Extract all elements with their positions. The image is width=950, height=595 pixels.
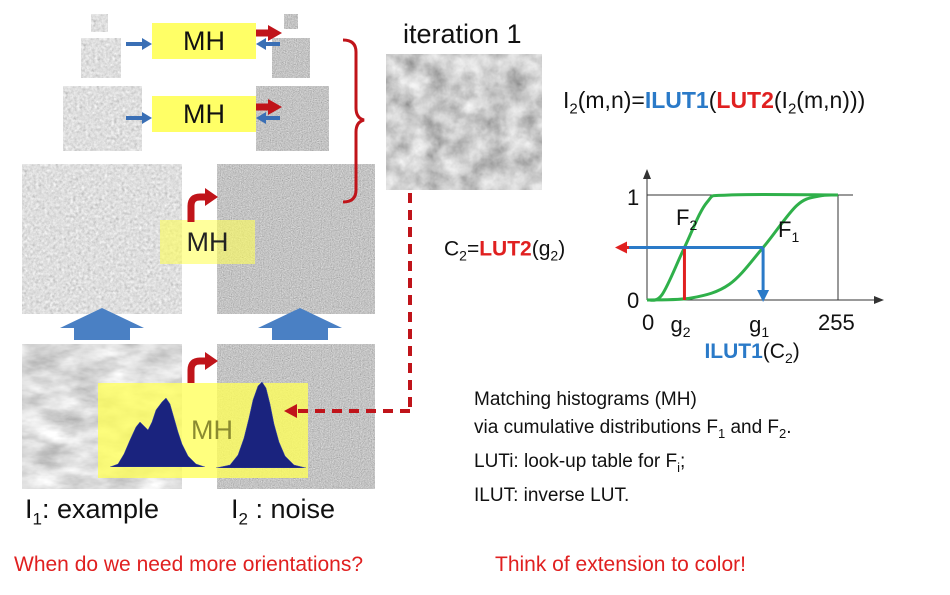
red-curved-arrow-l1 (187, 188, 218, 222)
description-line-4: ILUT: inverse LUT. (474, 484, 630, 506)
example-histogram (110, 397, 205, 467)
iteration-texture (386, 54, 542, 190)
description-line-3: LUTi: look-up table for Fi; (474, 450, 686, 475)
blue-left-arrow-l2 (256, 112, 280, 124)
description-block: Matching histograms (MH) via cumulative … (474, 386, 792, 510)
mapping-formula: I2(m,n)=ILUT1(LUT2(I2(m,n))) (563, 87, 866, 118)
red-bracket (342, 38, 365, 204)
x-tick-255: 255 (818, 310, 855, 335)
blue-up-arrow-left (60, 308, 144, 340)
x-tick-0: 0 (642, 310, 654, 335)
noise-histogram (216, 381, 306, 468)
red-c2-arrowhead (615, 241, 627, 254)
cdf-curve-f2 (646, 192, 839, 302)
x-tick-g1: g1 (749, 312, 769, 340)
noise-caption: I2 : noise (231, 494, 336, 529)
y-axis-arrowhead (643, 169, 651, 179)
red-arrow-l3 (256, 25, 282, 41)
large-example-texture (22, 164, 182, 314)
chart-guides (615, 241, 770, 302)
question-color: Think of extension to color! (495, 553, 746, 576)
blue-right-arrow-l3 (126, 38, 152, 50)
mh-box-histogram: MH (191, 415, 233, 445)
description-line-2: via cumulative distributions F1 and F2. (474, 417, 792, 441)
iteration-label: iteration 1 (403, 19, 522, 49)
red-arrow-l2 (256, 99, 282, 115)
mh-box-level-3: MH (152, 23, 256, 59)
f1-label: F1 (778, 217, 799, 245)
small-example-texture (81, 38, 121, 78)
mh-box-level-1: MH (160, 220, 255, 264)
example-caption: I1: example (25, 494, 160, 529)
description-line-1: Matching histograms (MH) (474, 389, 697, 410)
f2-label: F2 (676, 205, 697, 233)
y-tick-1: 1 (627, 185, 639, 210)
mh-box-level-2: MH (152, 96, 256, 132)
c2-lut2-label: C2=LUT2(g2) (444, 238, 565, 264)
tiny-example-texture (91, 14, 108, 32)
dashed-feedback-arrow (284, 193, 412, 418)
blue-up-arrow-right (258, 308, 342, 340)
tiny-noise-texture (284, 14, 298, 29)
x-axis-arrowhead (874, 296, 884, 304)
blue-left-arrow-l3 (256, 38, 280, 50)
blue-g1-arrowhead (757, 290, 770, 302)
y-tick-0: 0 (627, 288, 639, 313)
blue-right-arrow-l2 (126, 112, 152, 124)
ilut1-c2-label: ILUT1(C2) (704, 340, 799, 366)
x-tick-g2: g2 (670, 312, 690, 340)
red-curved-arrow-hist (187, 352, 218, 383)
question-orientations: When do we need more orientations? (14, 553, 364, 576)
